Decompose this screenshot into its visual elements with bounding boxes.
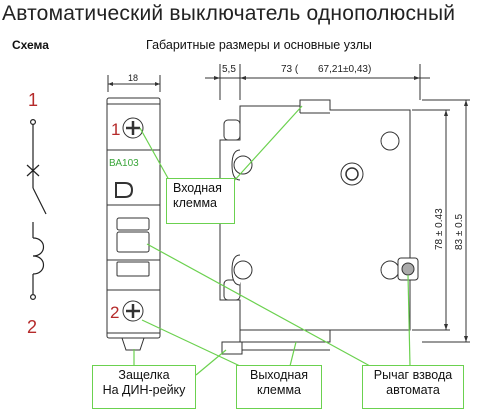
callout-din-latch: Защелка На ДИН-рейку [92,365,196,409]
dim-67: 67,21±0,43) [318,64,371,75]
side-view [205,64,470,355]
coil-symbol [32,237,45,275]
leader-input-front [139,127,170,181]
callout-output-terminal-line-1: Выходная [249,368,309,382]
din-latch-tab [121,337,145,351]
dim-78: 78 ± 0.43 [434,208,445,250]
terminal-number-bottom: 2 [110,303,119,322]
dim-73: 73 ( [281,64,299,75]
callout-cocking-lever-line-1: Рычаг взвода [373,368,453,382]
dim-width: 18 [128,73,138,83]
callout-cocking-lever-line-2: автомата [386,383,440,397]
front-view [106,75,161,351]
dim-83: 83 ± 0.5 [454,213,465,250]
diagram-title: Автоматический выключатель однополюсный [2,2,456,25]
callout-din-latch-line-2: На ДИН-рейку [102,383,186,397]
leader-latch-side [195,349,227,376]
schema-label: Схема [12,38,49,52]
callout-cocking-lever: Рычаг взвода автомата [362,365,464,409]
dimensions-label: Габаритные размеры и основные узлы [146,38,372,52]
callout-input-terminal-line-2: клемма [173,196,217,210]
terminal-number-top: 1 [111,120,120,139]
leader-output-front [141,319,241,367]
callout-input-terminal-line-1: Входная [173,181,222,195]
leader-lever-side [407,274,411,367]
callout-din-latch-line-1: Защелка [118,368,170,382]
model-label: ВА103 [109,158,139,169]
d-curve-symbol [115,182,134,198]
schema-number-top: 1 [28,90,38,110]
contact-cross-b [26,164,40,177]
callout-output-terminal: Выходная клемма [236,365,322,409]
leader-lever-front [146,243,371,367]
leader-output-side [289,341,297,367]
callout-input-terminal: Входная клемма [166,178,235,224]
dim-5-5: 5,5 [222,64,236,75]
schematic-symbol [26,118,47,301]
leader-input-side [232,105,303,183]
schema-number-bottom: 2 [27,317,37,337]
switch-blade [32,187,47,215]
leader-lines [133,105,411,376]
callout-output-terminal-line-2: клемма [257,383,301,397]
